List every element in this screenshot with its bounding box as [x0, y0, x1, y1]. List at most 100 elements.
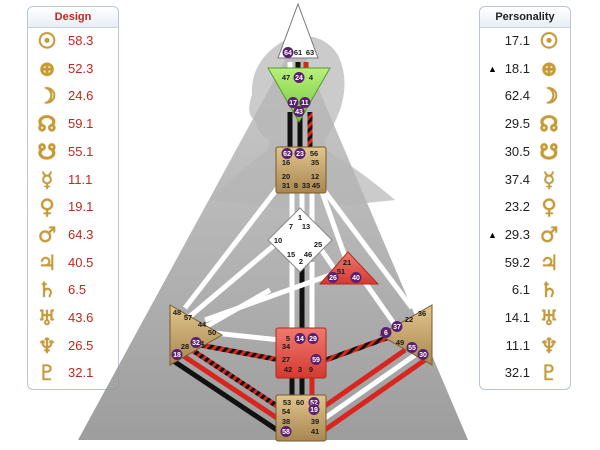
channels — [170, 62, 427, 435]
spleen-center — [169, 304, 224, 366]
gate-number: 33 — [302, 181, 310, 190]
active-gate-marker — [293, 72, 305, 83]
jupiter-icon: ♃ — [37, 249, 57, 275]
gate-number: 56 — [310, 149, 318, 158]
design-value: 43.6 — [68, 310, 94, 325]
design-row: ⊕52.3 — [28, 56, 118, 82]
exalted-marker: ▲ — [488, 63, 497, 74]
personality-value: 62.4 — [504, 88, 530, 104]
gate-number: 45 — [312, 181, 320, 190]
gate-number: 9 — [309, 365, 313, 374]
mars-icon: ♂ — [539, 221, 559, 247]
gate-number: 23 — [296, 151, 304, 158]
design-value: 32.1 — [68, 365, 94, 381]
personality-value: 37.4 — [504, 171, 530, 187]
gate-number: 3 — [298, 365, 302, 374]
sun-icon: ☉ — [37, 28, 57, 53]
gate-number: 28 — [181, 342, 189, 351]
throat-center — [275, 146, 327, 194]
gate-number: 6 — [384, 330, 388, 337]
venus-icon: ♀ — [541, 194, 557, 220]
active-gate-marker — [190, 337, 202, 348]
gate-number: 18 — [173, 352, 181, 359]
gate-number: 57 — [184, 313, 192, 322]
personality-row: ☊29.5 — [480, 111, 570, 137]
gate-number: 41 — [311, 427, 319, 436]
gate-number: 8 — [294, 181, 298, 190]
south-node-icon: ☋ — [539, 138, 559, 164]
gate-number: 26 — [329, 275, 337, 282]
gate-number: 50 — [208, 328, 216, 337]
gate-number: 43 — [295, 109, 303, 116]
saturn-icon: ♄ — [539, 277, 559, 303]
gate-number: 42 — [284, 365, 292, 374]
north-node-icon: ☊ — [539, 111, 559, 137]
gate-number: 54 — [282, 407, 291, 416]
gate-number: 46 — [304, 250, 312, 259]
sacral-center — [275, 327, 327, 379]
pluto-icon: ♇ — [37, 360, 57, 386]
active-gate-marker — [417, 349, 429, 360]
head-center — [277, 2, 319, 59]
mercury-icon: ☿ — [542, 166, 556, 192]
active-gate-marker — [380, 327, 392, 338]
active-gate-marker — [391, 321, 403, 332]
personality-row: ♆11.1 — [480, 333, 570, 359]
design-row: ☊59.1 — [28, 111, 118, 137]
gate-number: 58 — [282, 429, 290, 436]
gate-number: 29 — [309, 336, 317, 343]
gate-number: 25 — [314, 240, 322, 249]
gate-number: 11 — [301, 100, 309, 107]
neptune-icon: ♆ — [539, 332, 559, 358]
design-row: ♄ 6.5 — [28, 277, 118, 303]
body-silhouette — [78, 36, 468, 440]
design-value: 40.5 — [68, 254, 94, 270]
gate-number: 55 — [408, 345, 416, 352]
active-gate-marker — [294, 148, 306, 159]
design-row: ☉58.3 — [28, 28, 118, 54]
gate-number: 64 — [284, 50, 292, 57]
personality-panel: Personality ☉17.1⊕18.1▲☽62.4☊29.5☋30.5☿3… — [479, 6, 571, 390]
gate-number: 21 — [343, 258, 351, 267]
personality-row: ☿ 37.4 — [480, 167, 570, 193]
gate-number: 16 — [282, 158, 290, 167]
gate-number: 39 — [311, 417, 319, 426]
active-gate-marker — [280, 426, 292, 437]
saturn-icon: ♄ — [37, 277, 57, 303]
active-gate-marker — [406, 342, 418, 353]
personality-value: 18.1 — [504, 60, 530, 76]
design-value: 55.1 — [68, 143, 94, 159]
mercury-icon: ☿ — [40, 166, 54, 192]
active-gate-marker — [310, 354, 322, 365]
uranus-icon: ♅ — [539, 305, 559, 330]
design-row: ♃ 40.5 — [28, 250, 118, 276]
gate-number: 44 — [198, 320, 207, 329]
personality-row: ♅14.1 — [480, 305, 570, 331]
active-gate-marker — [350, 272, 362, 283]
personality-value: 29.3 — [504, 226, 530, 242]
gate-number: 36 — [418, 309, 426, 318]
gate-number: 14 — [296, 336, 304, 343]
design-row: ♇ 32.1 — [28, 360, 118, 386]
personality-value: 59.2 — [504, 254, 530, 270]
design-value: 64.3 — [68, 226, 94, 242]
gate-number: 51 — [337, 267, 345, 276]
design-row: ☽24.6 — [28, 83, 118, 109]
design-value: 6.5 — [68, 282, 87, 298]
personality-row: ☋ 30.5 — [480, 139, 570, 165]
moon-icon: ☽ — [539, 83, 559, 109]
personality-row: ♀23.2 — [480, 194, 570, 220]
design-value: 26.5 — [68, 337, 94, 353]
personality-row: ⊕18.1▲ — [480, 56, 570, 82]
gate-number: 48 — [173, 308, 181, 317]
gate-number: 1 — [298, 213, 302, 222]
gate-number: 31 — [282, 181, 290, 190]
gate-number: 61 — [294, 48, 302, 57]
personality-value: 30.5 — [504, 143, 530, 159]
gate-number: 20 — [282, 172, 290, 181]
north-node-icon: ☊ — [37, 111, 57, 137]
pluto-icon: ♇ — [539, 360, 559, 386]
design-row: ♂64.3 — [28, 222, 118, 248]
personality-row: ☽ 62.4 — [480, 83, 570, 109]
sun-icon: ☉ — [539, 28, 559, 53]
